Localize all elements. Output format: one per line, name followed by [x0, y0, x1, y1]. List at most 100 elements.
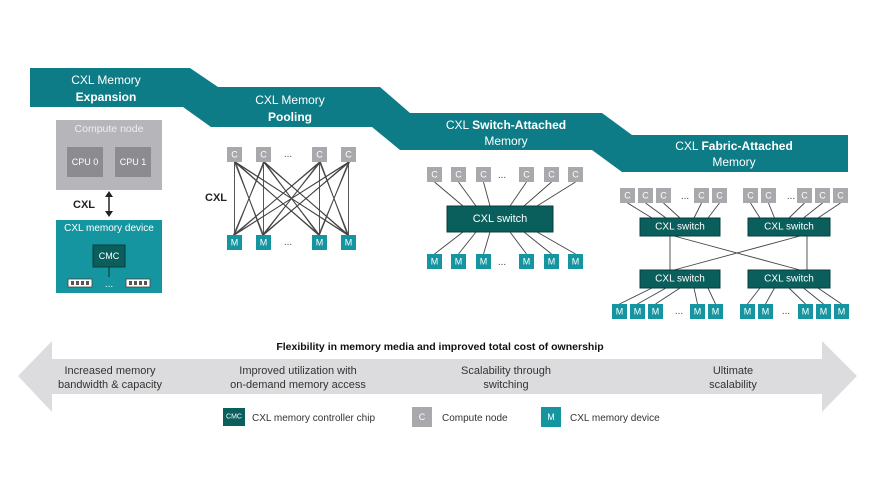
- benefit-1-line1: Increased memory: [64, 365, 156, 377]
- compute-node-label: Compute node: [75, 123, 144, 135]
- switch-memory-device: M: [476, 254, 491, 269]
- fabric-links: [619, 202, 842, 305]
- fabric-uplink: [693, 202, 702, 219]
- legend-item-compute: C Compute node: [412, 407, 508, 427]
- switch-uplink: [483, 181, 491, 207]
- fabric-bottom-right-ellipsis: ...: [782, 306, 790, 317]
- cxl-switch-label: CXL switch: [473, 213, 528, 225]
- fabric-cxl-switch-label: CXL switch: [764, 274, 814, 285]
- fabric-memory-device: M: [758, 304, 773, 319]
- compute-node-box: [568, 167, 583, 182]
- fabric-cxl-switch-box: [639, 217, 721, 237]
- fabric-memory-device-label: M: [762, 307, 770, 317]
- fabric-downlink: [817, 287, 842, 305]
- compute-node-box: [712, 188, 727, 203]
- band-switch-bold: Switch-Attached: [472, 118, 566, 132]
- fabric-compute-node: C: [761, 188, 776, 203]
- memory-device-box: [227, 235, 242, 250]
- compute-node-box: [620, 188, 635, 203]
- cpu-0-label: CPU 0: [72, 157, 99, 167]
- fabric-compute-node: C: [620, 188, 635, 203]
- memory-device-box: [834, 304, 849, 319]
- arrow-title: Flexibility in memory media and improved…: [276, 341, 603, 353]
- band-switch-title: CXL Switch-Attached Memory: [446, 118, 566, 148]
- benefit-1: Increased memory bandwidth & capacity: [58, 365, 162, 391]
- fabric-downlink: [637, 287, 667, 305]
- fabric-compute-node: C: [638, 188, 653, 203]
- legend-memory-label: CXL memory device: [570, 413, 660, 424]
- fabric-top-right-ellipsis: ...: [787, 191, 795, 202]
- arrow-down-icon: [105, 211, 113, 217]
- compute-node-box: [256, 147, 271, 162]
- fabric-memory-device-label: M: [820, 307, 828, 317]
- band-switch-line2: Memory: [484, 134, 527, 148]
- switch-uplink: [523, 181, 552, 207]
- fabric-uplink: [803, 202, 823, 219]
- fabric-memory-device: M: [816, 304, 831, 319]
- fabric-downlink: [788, 287, 806, 305]
- memory-device-box: [690, 304, 705, 319]
- benefit-3: Scalability through switching: [461, 365, 551, 391]
- benefit-4-line1: Ultimate: [713, 365, 753, 377]
- memory-device-box: [630, 304, 645, 319]
- memory-device-box: [312, 235, 327, 250]
- compute-node-box: [797, 188, 812, 203]
- legend-compute-label: Compute node: [442, 413, 508, 424]
- switch-compute-node: C: [519, 167, 534, 182]
- compute-node-box: [341, 147, 356, 162]
- pooling-link: [233, 161, 350, 236]
- switch-compute-node: C: [544, 167, 559, 182]
- memory-device-icon: [541, 407, 561, 427]
- fabric-uplink: [663, 202, 681, 219]
- switch-memory-device: M: [544, 254, 559, 269]
- pooling-compute-node: C: [256, 147, 271, 162]
- pooling-memory-device: M: [256, 235, 271, 250]
- band-fabric-line2: Memory: [712, 155, 755, 169]
- pooling-memory-device-label: M: [345, 238, 353, 248]
- band-pooling-line2: Pooling: [268, 110, 312, 124]
- switch-compute-node: C: [427, 167, 442, 182]
- fabric-cxl-switch-label: CXL switch: [655, 274, 705, 285]
- benefit-3-line1: Scalability through: [461, 365, 551, 377]
- pooling-compute-node: C: [227, 147, 242, 162]
- pooling-compute-node: C: [312, 147, 327, 162]
- switch-memory-device-label: M: [523, 257, 531, 267]
- pooling-memory-ellipsis: ...: [284, 237, 292, 248]
- benefit-2-line1: Improved utilization with: [239, 365, 356, 377]
- fabric-compute-node: C: [712, 188, 727, 203]
- switch-compute-node: C: [568, 167, 583, 182]
- pooling-memory-device: M: [341, 235, 356, 250]
- compute-node-box: [833, 188, 848, 203]
- fabric-compute-node-label: C: [716, 191, 723, 201]
- fabric-compute-node-label: C: [765, 191, 772, 201]
- fabric-memory-device-label: M: [634, 307, 642, 317]
- memory-device-box: [568, 254, 583, 269]
- switch-compute-node: C: [451, 167, 466, 182]
- expansion-panel: Compute node CPU 0 CPU 1 CXL CXL memory …: [56, 120, 162, 293]
- fabric-memory-device: M: [648, 304, 663, 319]
- compute-node-box: [638, 188, 653, 203]
- fabric-memory-device: M: [612, 304, 627, 319]
- fabric-downlink: [765, 287, 775, 305]
- pooling-link: [233, 161, 265, 236]
- switch-memory-device: M: [427, 254, 442, 269]
- pooling-compute-node-label: C: [316, 150, 323, 160]
- pooling-compute-node: C: [341, 147, 356, 162]
- legend-controller-label: CXL memory controller chip: [252, 413, 375, 424]
- benefit-3-line2: switching: [483, 379, 528, 391]
- cxl-link-label: CXL: [73, 199, 95, 211]
- compute-node-box: [815, 188, 830, 203]
- fabric-downlink: [707, 287, 716, 305]
- switch-links: [434, 181, 576, 255]
- switch-downlink: [536, 231, 576, 255]
- cmc-label: CMC: [99, 251, 120, 261]
- switch-compute-node-label: C: [523, 170, 530, 180]
- pooling-compute-node-label: C: [260, 150, 267, 160]
- fabric-compute-node: C: [797, 188, 812, 203]
- dimm-left-icon: [67, 278, 93, 288]
- legend: CMC CXL memory controller chip C Compute…: [223, 407, 660, 427]
- switch-memory-device: M: [568, 254, 583, 269]
- fabric-compute-node-label: C: [660, 191, 667, 201]
